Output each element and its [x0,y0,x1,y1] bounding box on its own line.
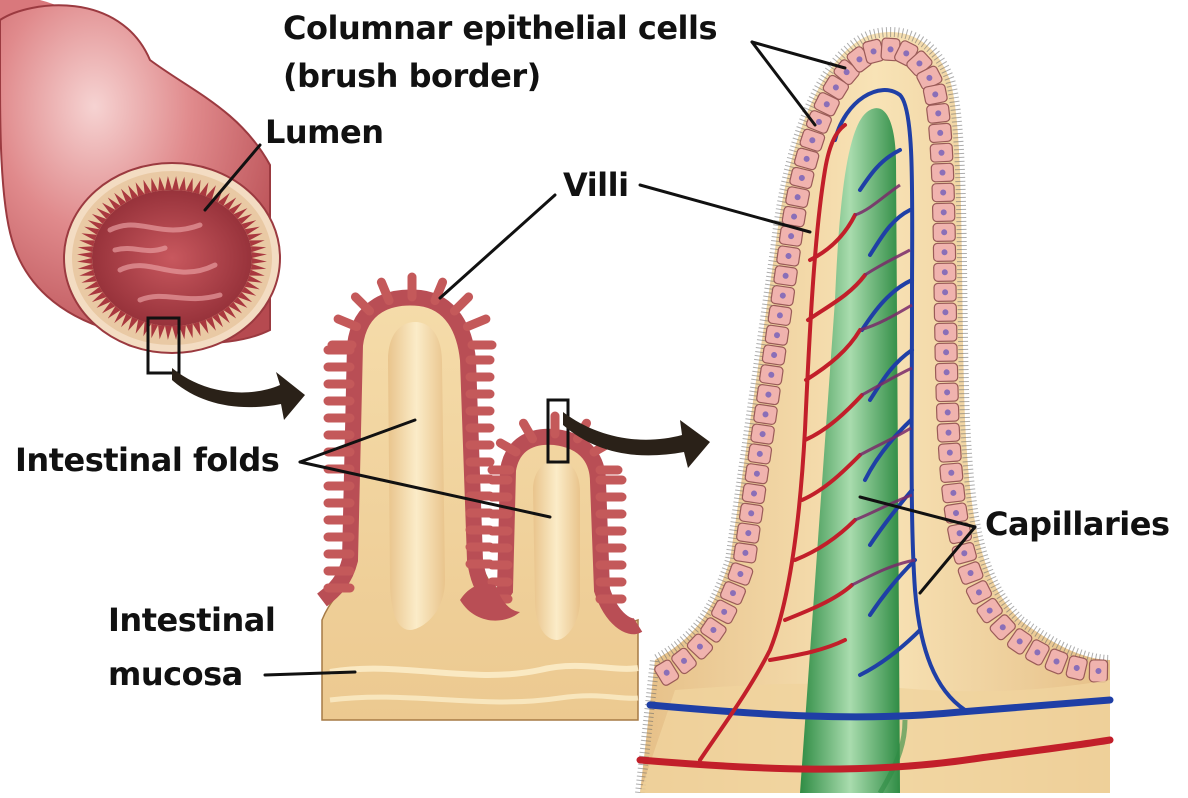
label-lumen: Lumen [265,112,384,152]
epithelial-cell [753,404,777,425]
epithelial-cell [926,103,950,123]
fold-core-left [388,322,445,630]
epithelial-cell [750,424,774,445]
intestinal-folds [322,277,638,720]
epithelial-cell [938,443,961,462]
epithelial-cell [934,283,956,301]
epithelial-cell [748,443,772,464]
epithelial-cell [785,186,810,208]
epithelial-cell [762,345,786,366]
epithelial-cell [930,143,953,162]
epithelial-cell [934,303,956,321]
epithelial-cell [756,384,780,405]
epithelial-cell [739,503,763,524]
epithelial-cell [935,323,957,341]
fold-villus [454,297,468,311]
epithelial-cell [936,403,959,422]
fold-villus [338,319,356,327]
epithelial-cell [932,203,954,222]
label-intestinal: Intestinal [108,600,275,640]
epithelial-cell [935,343,957,361]
epithelial-cell [933,243,955,261]
intestine-tube [0,0,280,373]
label-columnar-epithelial-cells: Columnar epithelial cells [283,8,717,48]
epithelial-cell [932,183,955,202]
lumen [92,190,252,326]
epithelial-cell [936,383,958,402]
epithelial-cell [934,263,956,281]
epithelial-cell [933,223,955,241]
epithelial-cell [1089,660,1107,682]
label-villi: Villi [563,165,629,205]
epithelial-cell [745,463,769,484]
epithelial-cell [771,285,795,306]
label-brush-border: (brush border) [283,56,541,96]
epithelial-cell [931,163,954,182]
epithelial-cell [736,523,760,544]
label-capillaries: Capillaries [985,504,1169,544]
epithelial-cell [765,325,789,346]
epithelial-cell [776,246,800,267]
arrow-to-folds [172,368,305,420]
villus-detail [640,32,1110,793]
epithelial-cell [759,364,783,385]
label-intestinal-folds: Intestinal folds [15,440,279,480]
epithelial-cell [773,265,797,286]
epithelial-cell [935,363,957,381]
fold-core-right [533,460,580,640]
fold-villus [467,319,485,327]
fold-villus [355,297,369,311]
epithelial-cell [742,483,766,504]
epithelial-cell [940,463,964,483]
epithelial-cell [937,423,960,442]
epithelial-cell [923,83,948,105]
epithelial-cell [768,305,792,326]
epithelial-cell [941,483,965,503]
epithelial-cell [929,123,952,143]
epithelial-cell [733,542,757,563]
label-mucosa: mucosa [108,654,243,694]
